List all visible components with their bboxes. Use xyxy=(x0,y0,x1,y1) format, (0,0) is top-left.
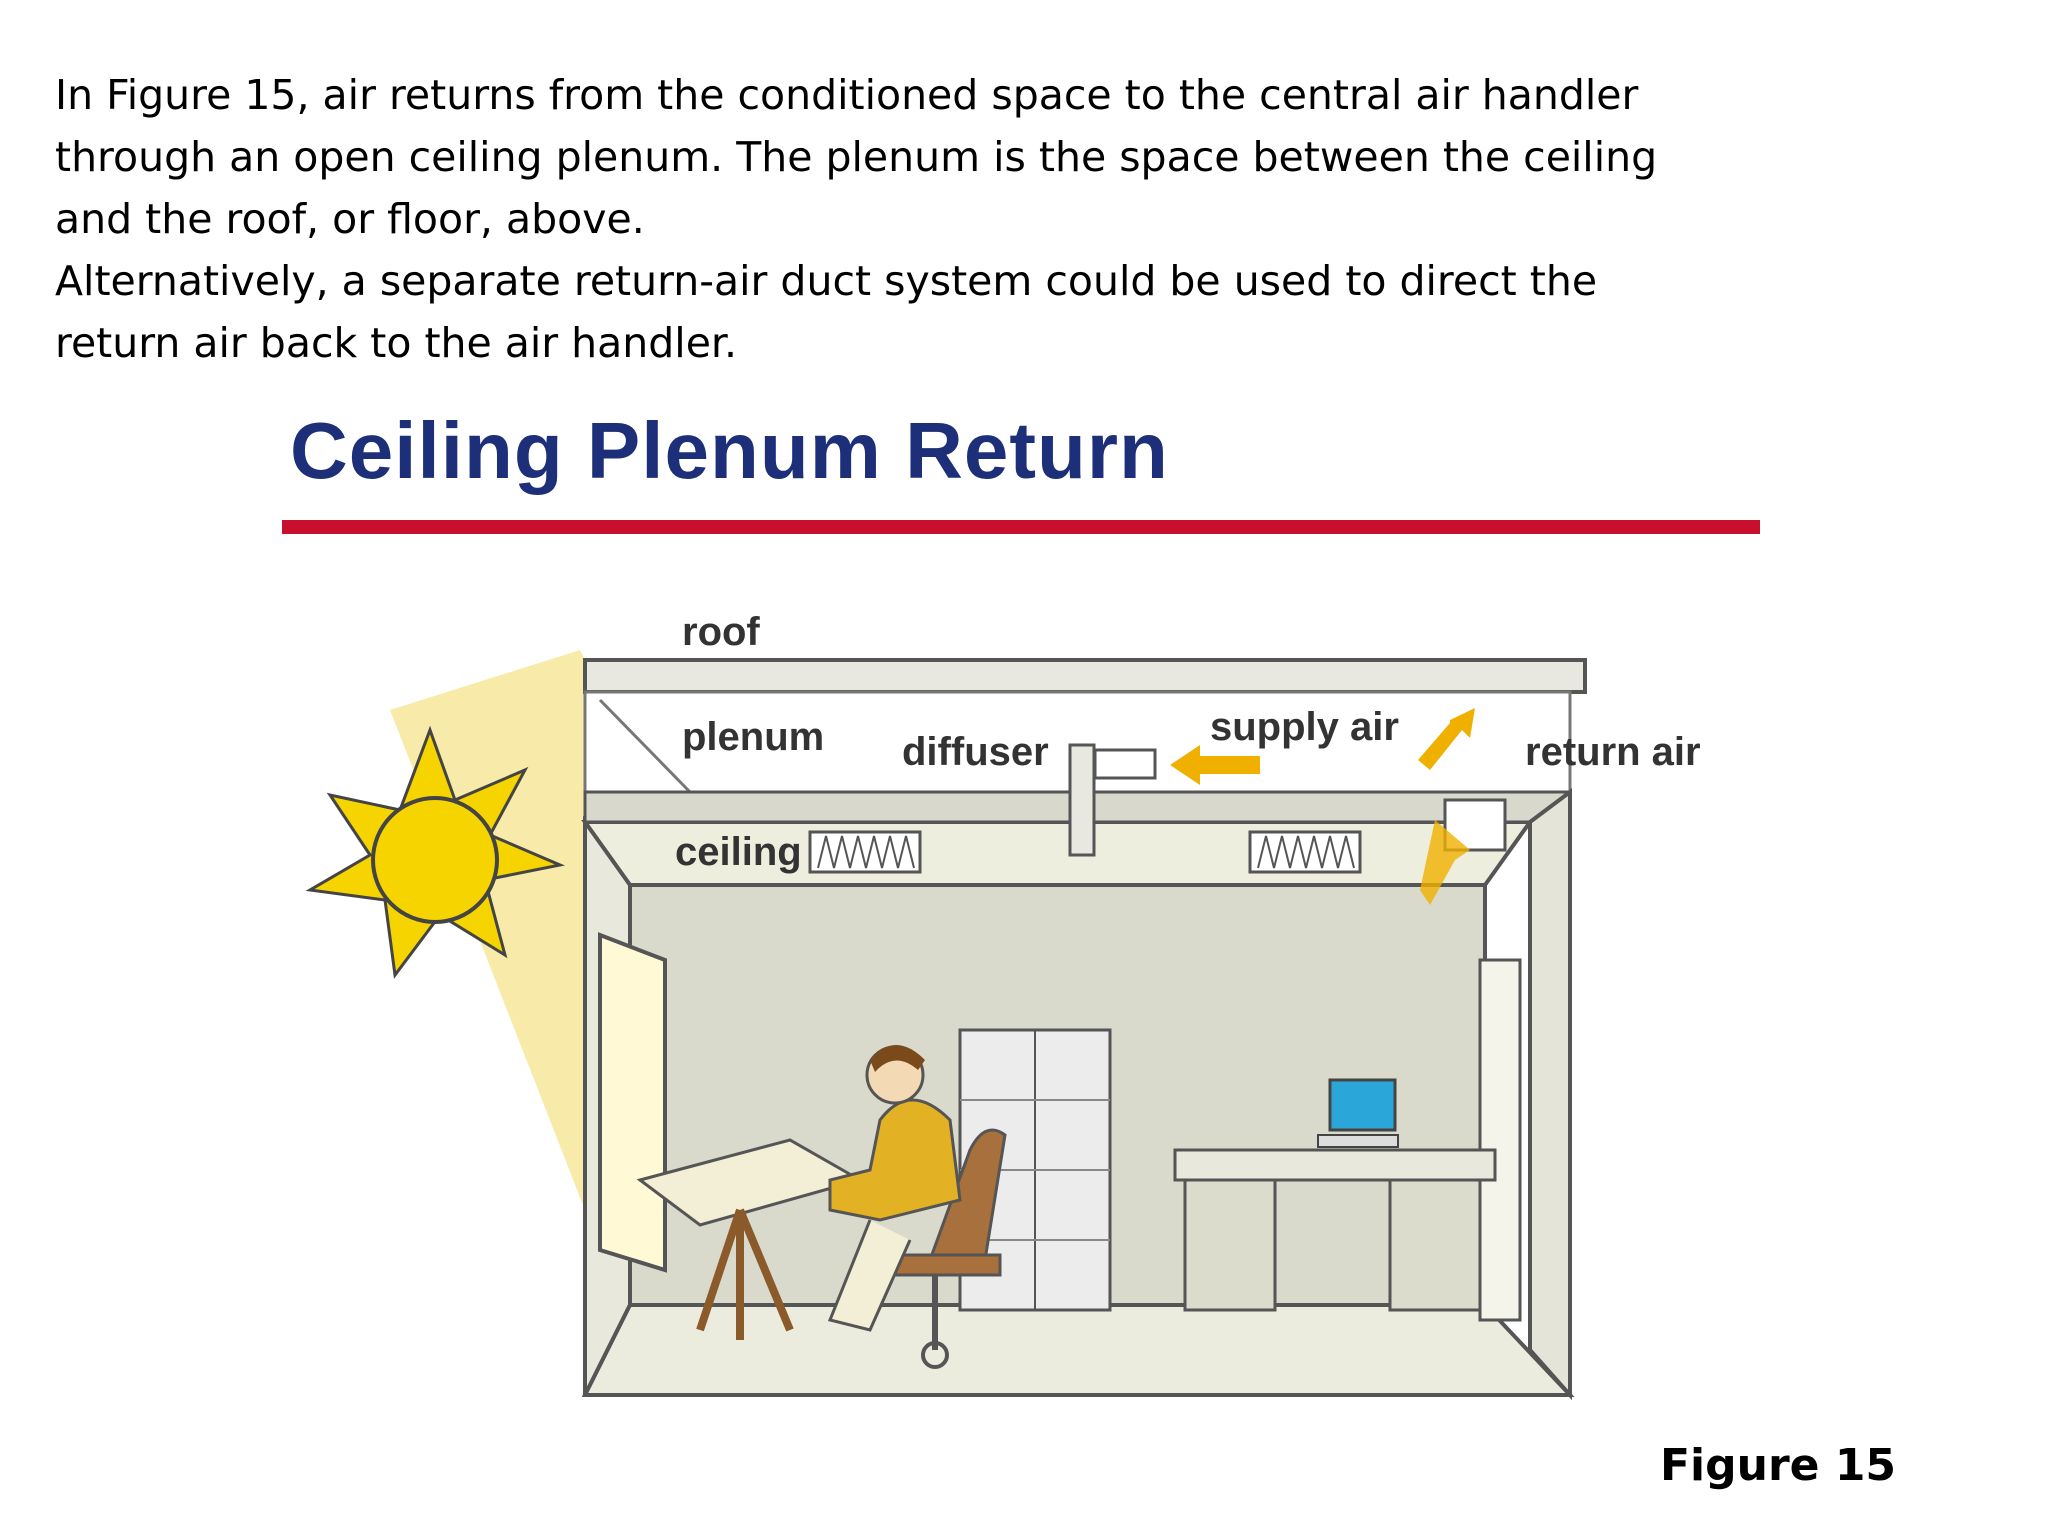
room-floor xyxy=(581,1303,1575,1397)
return-air-arrow xyxy=(1418,708,1475,770)
chair xyxy=(927,1128,1007,1262)
supply-duct xyxy=(1068,743,1096,857)
title-underline xyxy=(282,520,1760,534)
person xyxy=(828,1098,962,1222)
intro-line: Alternatively, a separate return-air duc… xyxy=(55,257,1598,305)
diffuser-box xyxy=(1093,748,1157,780)
label-ceiling: ceiling xyxy=(675,830,802,874)
ceiling-grille-right xyxy=(1248,830,1362,874)
computer-monitor xyxy=(1328,1078,1397,1132)
label-return-air: return air xyxy=(1525,730,1701,774)
figure-title: Ceiling Plenum Return xyxy=(290,406,1169,495)
intro-paragraph-1: In Figure 15, air returns from the condi… xyxy=(55,64,1755,250)
window xyxy=(598,932,667,1273)
supply-air-arrow xyxy=(1170,745,1260,785)
door xyxy=(1478,958,1522,1322)
intro-line: and the roof, or floor, above. xyxy=(55,195,645,243)
room-right-wall xyxy=(1528,788,1572,1401)
return-air-arrow-lower xyxy=(1420,820,1470,905)
label-supply-air: supply air xyxy=(1210,705,1399,749)
intro-paragraph-2: Alternatively, a separate return-air duc… xyxy=(55,250,1755,374)
sun-icon xyxy=(305,725,566,979)
intro-line: In Figure 15, air returns from the condi… xyxy=(55,71,1639,119)
intro-line: through an open ceiling plenum. The plen… xyxy=(55,133,1658,181)
label-roof: roof xyxy=(682,610,760,654)
desk xyxy=(1173,1148,1497,1182)
figure-caption: Figure 15 xyxy=(1660,1440,1897,1491)
intro-line: return air back to the air handler. xyxy=(55,319,738,367)
label-diffuser: diffuser xyxy=(902,730,1049,774)
label-plenum: plenum xyxy=(682,715,824,759)
ceiling-plenum-illustration: roof plenum diffuser supply air return a… xyxy=(305,610,1701,1401)
roof-slab xyxy=(583,658,1587,694)
ceiling-grille-left xyxy=(808,830,922,874)
